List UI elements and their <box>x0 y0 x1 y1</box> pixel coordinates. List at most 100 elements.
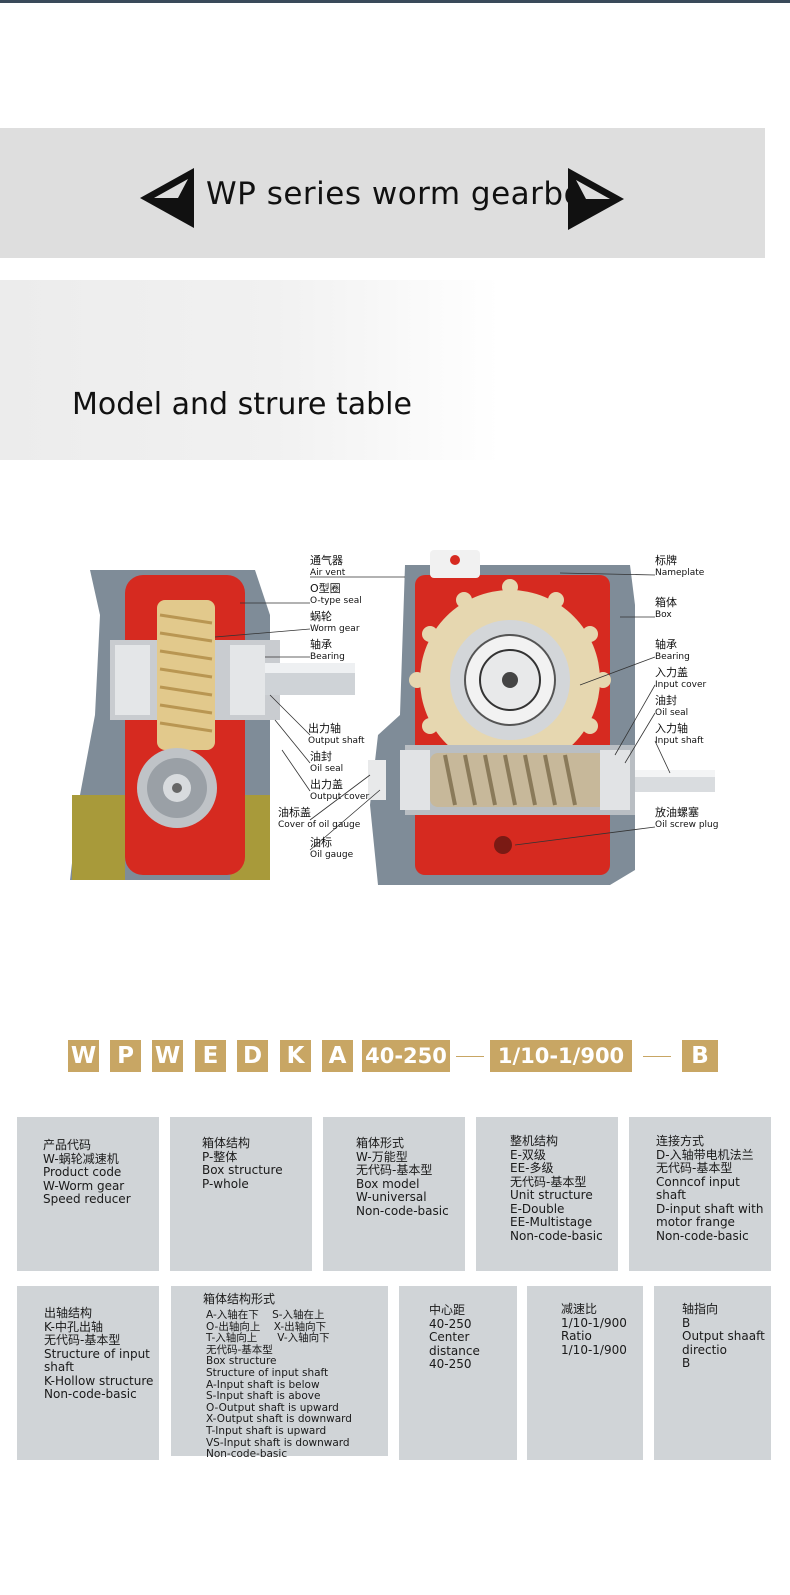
page-title: WP series worm gearbox <box>206 176 601 212</box>
label-cn: O型圈 <box>310 582 341 595</box>
label-cn: 入力盖 <box>655 666 688 679</box>
mounting-line: Box structure <box>206 1355 277 1368</box>
label-cn: 油封 <box>310 750 332 763</box>
card-text: 减速比 1/10-1/900 Ratio 1/10-1/900 <box>561 1302 627 1357</box>
card-text: 箱体结构 P-整体 Box structure P-whole <box>202 1136 283 1191</box>
card-text: 轴指向 B Output shaaft directio B <box>682 1302 765 1370</box>
label-cn: 放油螺塞 <box>655 806 699 819</box>
card-output-shaft: 出轴结构 K-中孔出轴 无代码-基本型 Structure of input s… <box>17 1286 159 1460</box>
card-text: 中心距 40-250 Center distance 40-250 <box>429 1303 480 1371</box>
code-direction: B <box>682 1040 718 1072</box>
card-box-model: 箱体形式 W-万能型 无代码-基本型 Box model W-universal… <box>323 1117 465 1271</box>
mounting-line: VS-Input shaft is downward <box>206 1436 350 1449</box>
label-en: Bearing <box>310 652 345 662</box>
label-cn: 入力轴 <box>655 722 688 735</box>
mounting-line: A-Input shaft is below <box>206 1378 320 1391</box>
left-arrow-icon <box>140 168 194 228</box>
card-box-structure: 箱体结构 P-整体 Box structure P-whole <box>170 1117 312 1271</box>
label-en: Nameplate <box>655 568 705 578</box>
label-en: Box <box>655 610 672 620</box>
code-letter: W <box>152 1040 183 1072</box>
code-letter: W <box>68 1040 99 1072</box>
card-heading: 箱体结构形式 <box>203 1292 276 1306</box>
mounting-line: 无代码-基本型 <box>206 1343 273 1356</box>
mounting-line: O-Output shaft is upward <box>206 1401 339 1414</box>
label-cn: 箱体 <box>655 596 677 609</box>
label-cn: 油封 <box>655 694 677 707</box>
label-cn: 油标 <box>310 836 332 849</box>
section-title: Model and strure table <box>72 387 412 422</box>
label-cn: 轴承 <box>310 638 332 651</box>
section-header: Model and strure table <box>0 280 500 460</box>
code-letter: K <box>280 1040 311 1072</box>
label-en: Output shaft <box>308 736 365 746</box>
gearbox-illustration <box>70 550 715 885</box>
code-ratio: 1/10-1/900 <box>490 1040 632 1072</box>
model-code-bar: W P W E D K A 40-250 1/10-1/900 B <box>0 1040 790 1080</box>
code-letter: A <box>322 1040 353 1072</box>
label-en: Oil gauge <box>310 850 354 860</box>
code-letter: E <box>195 1040 226 1072</box>
mounting-line: X-Output shaft is downward <box>206 1413 352 1426</box>
mounting-line: T-入轴向上 V-入轴向下 <box>206 1332 330 1345</box>
mounting-line: Non-code-basic <box>206 1448 288 1461</box>
right-arrow-icon <box>568 168 624 230</box>
card-connection: 连接方式 D-入轴带电机法兰 无代码-基本型 Conncof input sha… <box>629 1117 771 1271</box>
card-text: 出轴结构 K-中孔出轴 无代码-基本型 Structure of input s… <box>44 1306 154 1401</box>
label-en: Worm gear <box>310 624 360 634</box>
label-en: Oil seal <box>655 708 689 718</box>
top-border <box>0 0 790 3</box>
label-cn: 轴承 <box>655 638 677 651</box>
label-cn: 出力盖 <box>310 778 343 791</box>
card-center-distance: 中心距 40-250 Center distance 40-250 <box>399 1286 517 1460</box>
card-text: 箱体形式 W-万能型 无代码-基本型 Box model W-universal… <box>356 1136 449 1218</box>
code-divider <box>456 1056 484 1057</box>
card-direction: 轴指向 B Output shaaft directio B <box>654 1286 771 1460</box>
title-banner: WP series worm gearbox <box>0 128 765 258</box>
mounting-line: Structure of input shaft <box>206 1366 329 1379</box>
label-en: Output cover <box>310 792 370 802</box>
code-letter: P <box>110 1040 141 1072</box>
code-divider <box>643 1056 671 1057</box>
mounting-line: O-出轴向上 X-出轴向下 <box>206 1320 327 1333</box>
mounting-line: S-Input shaft is above <box>206 1390 321 1403</box>
label-cn: 通气器 <box>310 554 343 567</box>
label-en: Input shaft <box>655 736 704 746</box>
mounting-line: A-入轴在下 S-入轴在上 <box>206 1309 325 1321</box>
label-en: Air vent <box>310 568 346 578</box>
card-text: 整机结构 E-双级 EE-多级 无代码-基本型 Unit structure E… <box>510 1134 603 1243</box>
card-unit-structure: 整机结构 E-双级 EE-多级 无代码-基本型 Unit structure E… <box>476 1117 618 1271</box>
card-product-code: 产品代码 W-蜗轮减速机 Product code W-Worm gear Sp… <box>17 1117 159 1271</box>
label-en: Cover of oil gauge <box>278 820 361 830</box>
label-cn: 标牌 <box>655 554 677 567</box>
card-ratio: 减速比 1/10-1/900 Ratio 1/10-1/900 <box>527 1286 643 1460</box>
mounting-line: T-Input shaft is upward <box>206 1424 327 1437</box>
label-cn: 油标盖 <box>278 806 311 819</box>
label-cn: 出力轴 <box>308 722 341 735</box>
label-en: O-type seal <box>310 596 362 606</box>
card-text: 连接方式 D-入轴带电机法兰 无代码-基本型 Conncof input sha… <box>656 1134 764 1243</box>
card-text: 产品代码 W-蜗轮减速机 Product code W-Worm gear Sp… <box>43 1138 131 1206</box>
label-cn: 蜗轮 <box>310 610 332 623</box>
label-en: Oil seal <box>310 764 344 774</box>
code-center-distance: 40-250 <box>362 1040 450 1072</box>
label-en: Input cover <box>655 680 707 690</box>
